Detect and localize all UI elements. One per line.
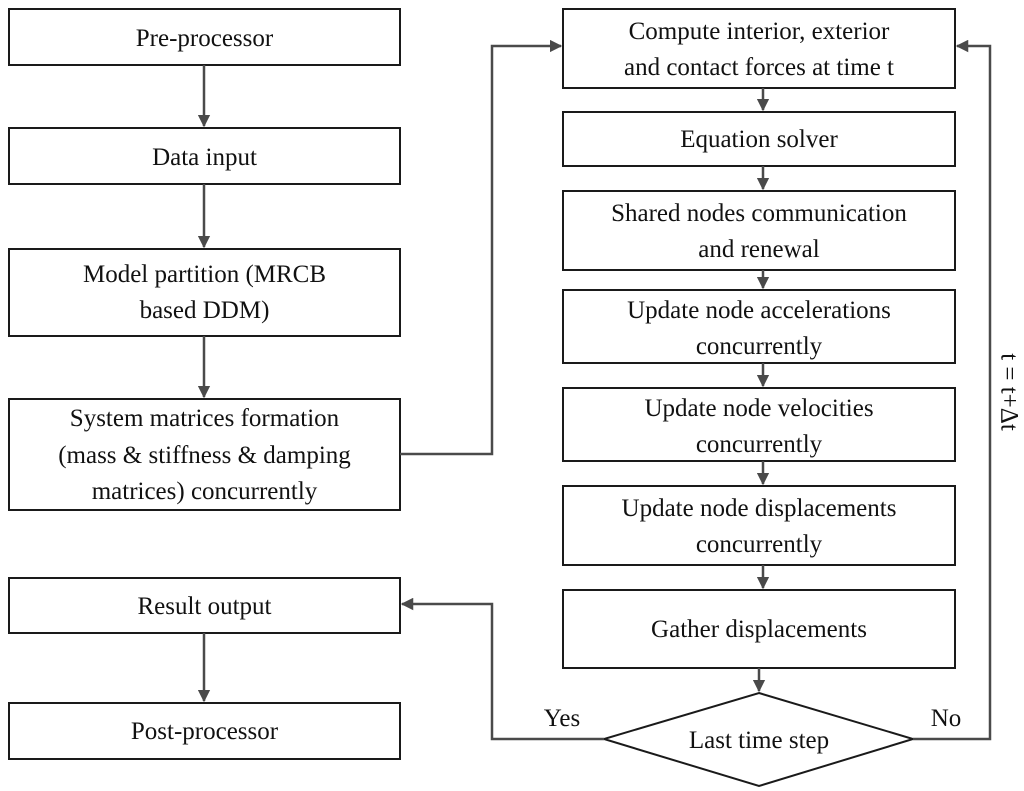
model-partition-label-line-1: Model partition (MRCB [83,261,326,288]
post-processor-node: Post-processor [8,702,401,760]
data-input-node: Data input [8,127,401,185]
last-time-step-decision: Last time step [600,691,917,788]
gather-displacements-label: Gather displacements [651,616,867,643]
equation-solver-label: Equation solver [680,126,838,153]
shared-nodes-label-line-2: and renewal [698,236,820,263]
model-partition-node: Model partition (MRCB based DDM) [8,248,401,337]
yes-label: Yes [544,705,580,732]
shared-nodes-label-line-1: Shared nodes communication [611,200,907,227]
system-matrices-node: System matrices formation (mass & stiffn… [8,398,401,511]
result-output-label: Result output [137,593,271,620]
update-displacements-label-line-2: concurrently [696,531,823,558]
update-velocities-label-line-1: Update node velocities [644,395,873,422]
compute-forces-node: Compute interior, exterior and contact f… [562,8,956,89]
shared-nodes-node: Shared nodes communication and renewal [562,190,956,271]
decision-label: Last time step [689,727,829,754]
system-matrices-label-line-1: System matrices formation [70,405,340,432]
model-partition-label-line-2: based DDM) [140,297,270,324]
arrow-matrices-to-compute [400,39,563,456]
gather-displacements-node: Gather displacements [562,589,956,669]
update-accelerations-label-line-2: concurrently [696,333,823,360]
update-velocities-node: Update node velocities concurrently [562,387,956,462]
data-input-label: Data input [152,144,257,171]
update-accelerations-label-line-1: Update node accelerations [627,297,891,324]
no-label: No [931,705,962,732]
update-accelerations-node: Update node accelerations concurrently [562,289,956,364]
compute-forces-label-line-2: and contact forces at time t [624,54,894,81]
update-displacements-label-line-1: Update node displacements [622,495,897,522]
compute-forces-label-line-1: Compute interior, exterior [629,18,890,45]
equation-solver-node: Equation solver [562,111,956,167]
pre-processor-label: Pre-processor [136,25,274,52]
update-velocities-label-line-2: concurrently [696,431,823,458]
loop-increment-label: t = t+Δt [995,353,1022,431]
system-matrices-label-line-3: matrices) concurrently [92,478,318,505]
result-output-node: Result output [8,577,401,634]
pre-processor-node: Pre-processor [8,8,401,66]
post-processor-label: Post-processor [131,718,279,745]
arrow-no-loop-to-compute [913,39,992,741]
arrow-yes-to-result [400,597,604,741]
update-displacements-node: Update node displacements concurrently [562,485,956,566]
system-matrices-label-line-2: (mass & stiffness & damping [58,442,351,469]
